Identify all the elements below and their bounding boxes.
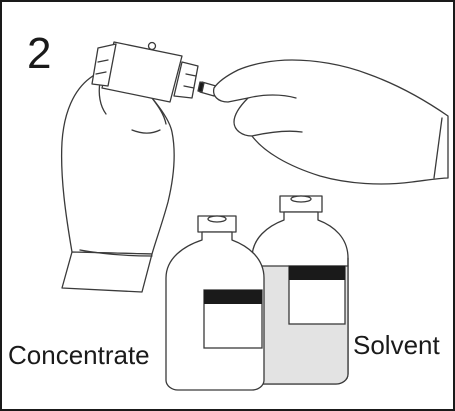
protective-cap	[197, 81, 217, 97]
transfer-device	[91, 41, 199, 103]
concentrate-label: Concentrate	[8, 340, 150, 370]
solvent-vial	[251, 195, 349, 385]
left-gloved-hand	[60, 67, 175, 293]
right-gloved-hand	[212, 59, 449, 185]
step-number: 2	[27, 29, 52, 78]
concentrate-vial	[165, 215, 265, 391]
solvent-label: Solvent	[353, 330, 440, 360]
